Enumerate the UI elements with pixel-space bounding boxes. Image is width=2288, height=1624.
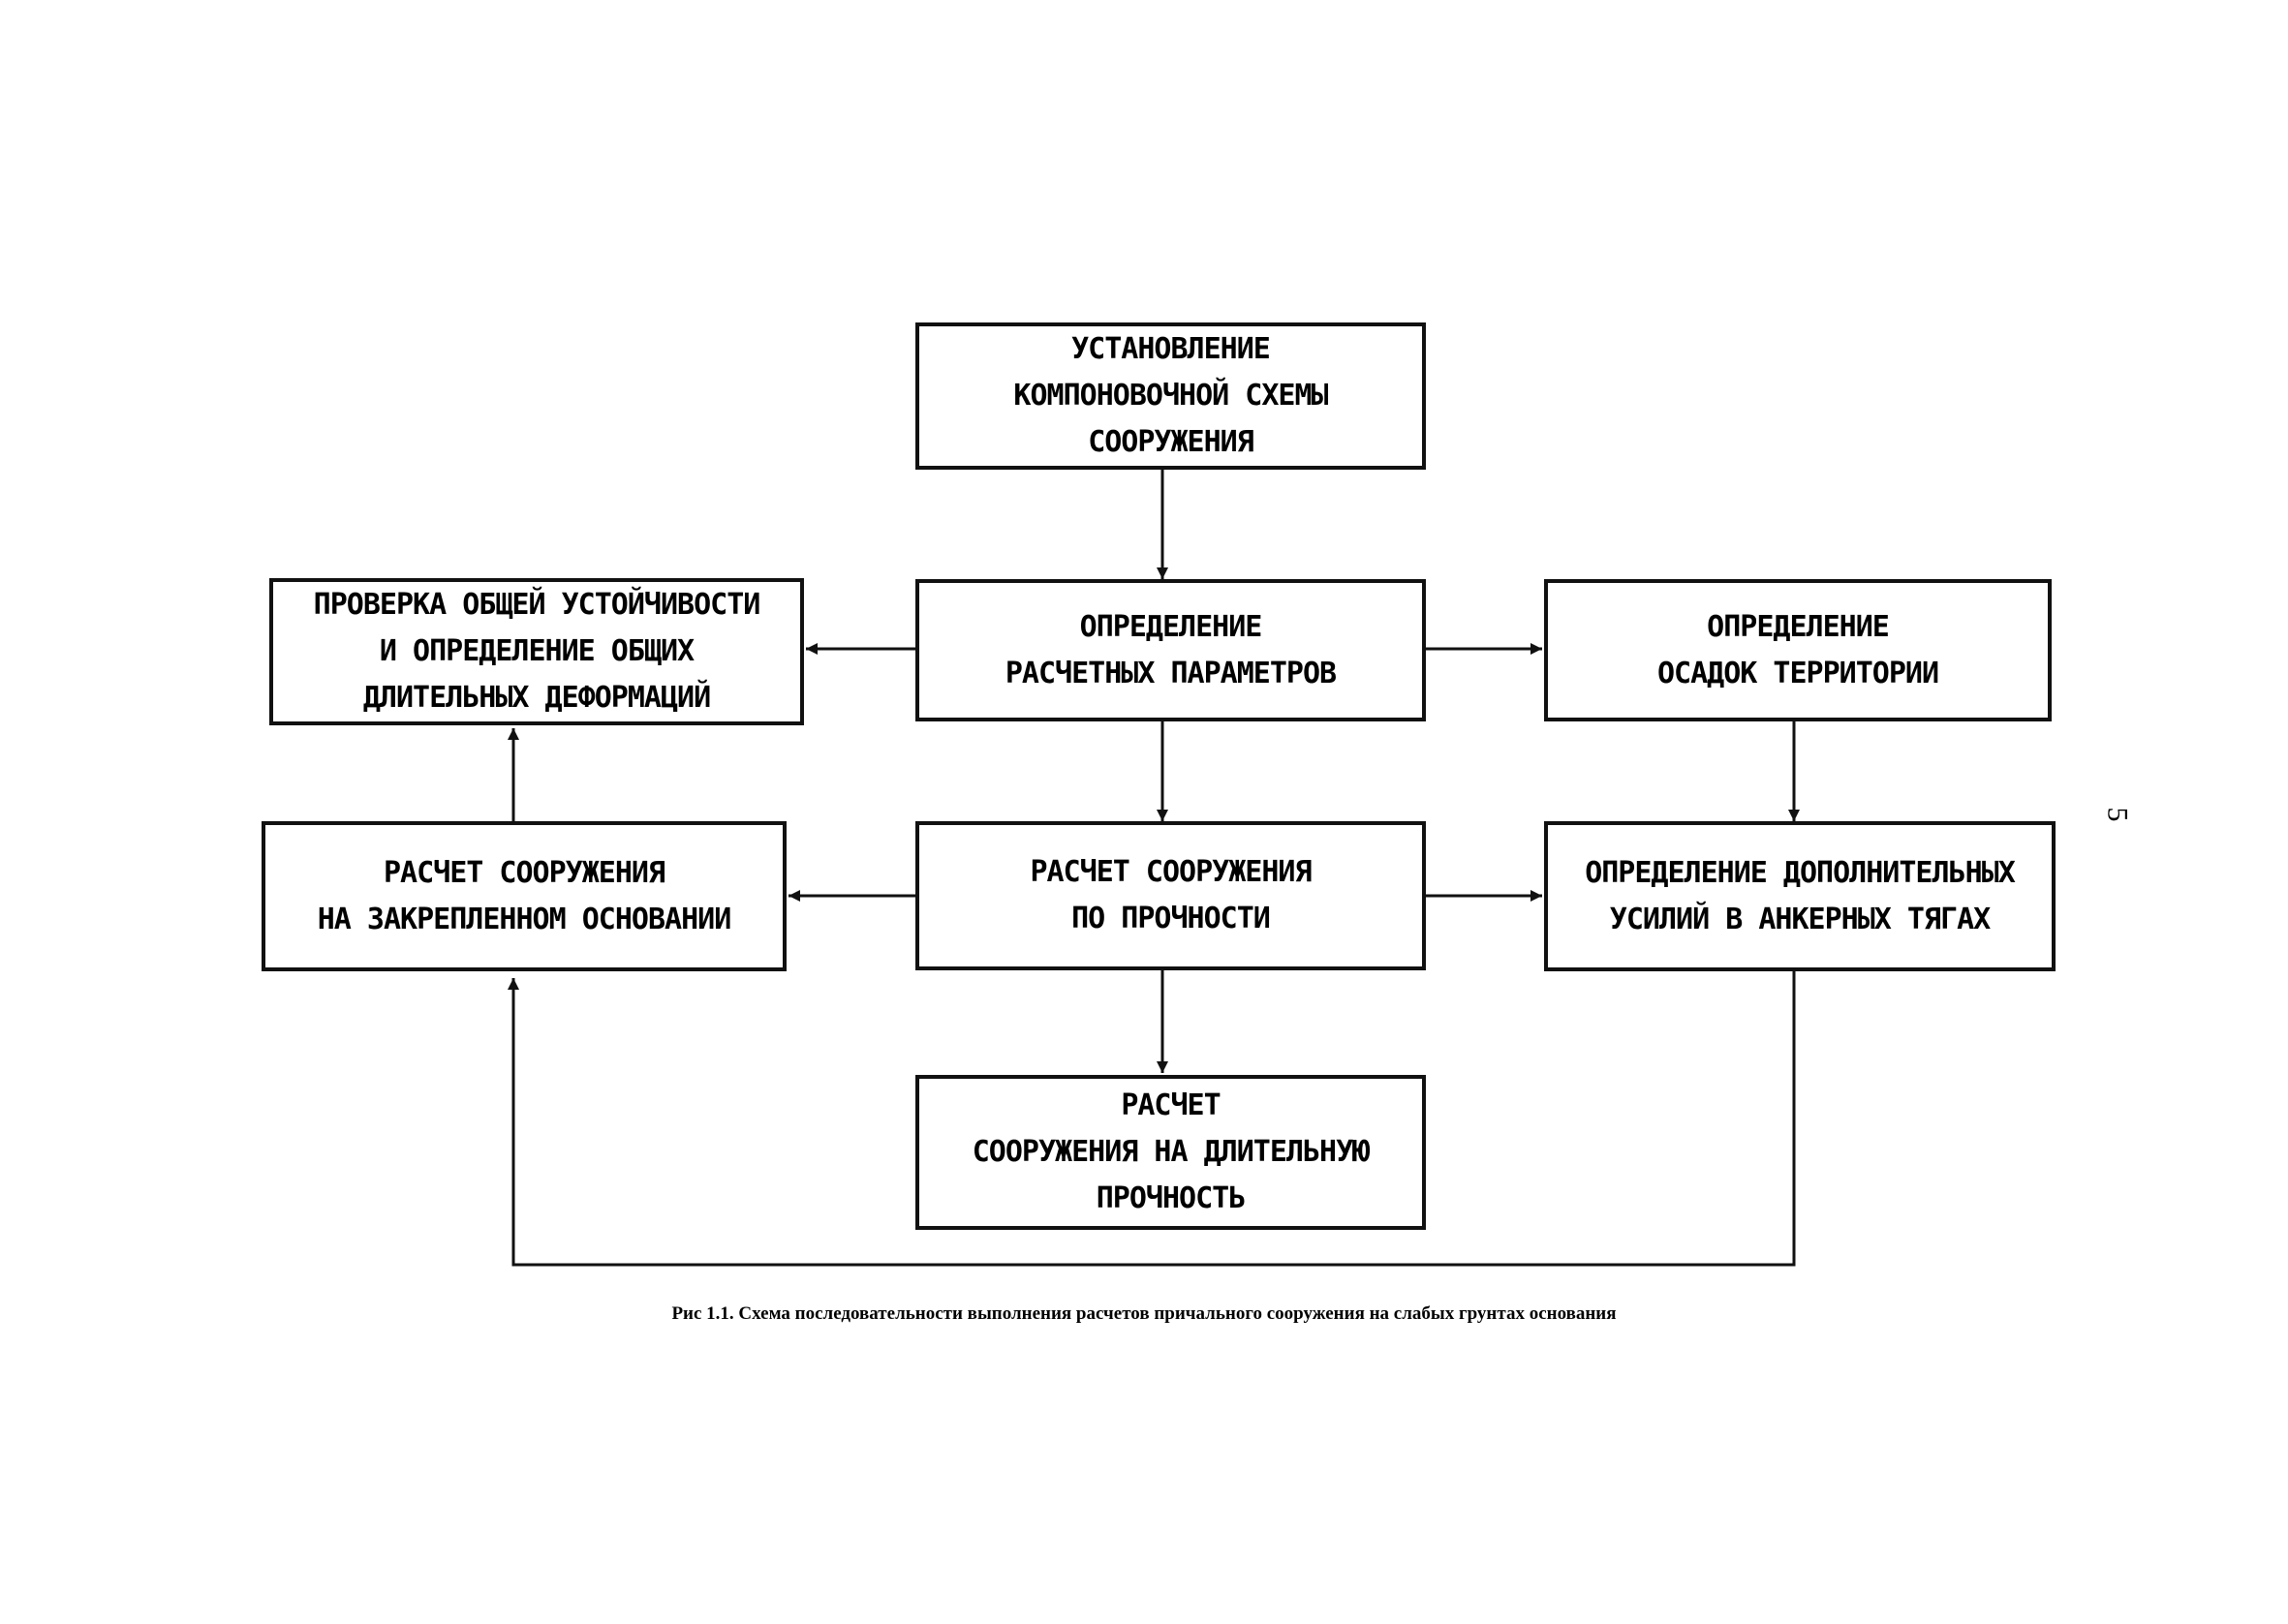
box-design-parameters-line-2: РАСЧЕТНЫХ ПАРАМЕТРОВ — [1005, 656, 1337, 690]
box-long-term-strength-line-1: РАСЧЕТ — [1121, 1088, 1221, 1122]
box-fixed-base-calc-line-2: НА ЗАКРЕПЛЕННОМ ОСНОВАНИИ — [317, 902, 732, 936]
box-layout-scheme-line-2: КОМПОНОВОЧНОЙ СХЕМЫ — [1013, 379, 1328, 413]
page-number: 5 — [2101, 807, 2134, 822]
box-stability-check-line-2: И ОПРЕДЕЛЕНИЕ ОБЩИХ — [379, 634, 695, 668]
box-anchor-forces-line-2: УСИЛИЙ В АНКЕРНЫХ ТЯГАХ — [1609, 902, 1991, 936]
box-long-term-strength-line-3: ПРОЧНОСТЬ — [1096, 1181, 1247, 1215]
box-long-term-strength-line-2: СООРУЖЕНИЯ НА ДЛИТЕЛЬНУЮ — [972, 1135, 1370, 1169]
box-stability-check: ПРОВЕРКА ОБЩЕЙ УСТОЙЧИВОСТИ И ОПРЕДЕЛЕНИ… — [269, 578, 804, 725]
box-anchor-forces-line-1: ОПРЕДЕЛЕНИЕ ДОПОЛНИТЕЛЬНЫХ — [1585, 855, 2016, 890]
box-territory-settlement: ОПРЕДЕЛЕНИЕ ОСАДОК ТЕРРИТОРИИ — [1544, 579, 2052, 721]
box-stability-check-line-3: ДЛИТЕЛЬНЫХ ДЕФОРМАЦИЙ — [362, 681, 711, 715]
box-territory-settlement-line-1: ОПРЕДЕЛЕНИЕ — [1707, 609, 1890, 644]
box-stability-check-line-1: ПРОВЕРКА ОБЩЕЙ УСТОЙЧИВОСТИ — [313, 588, 761, 622]
box-layout-scheme-line-3: СООРУЖЕНИЯ — [1088, 425, 1254, 459]
box-strength-calc-line-2: ПО ПРОЧНОСТИ — [1071, 902, 1271, 935]
box-fixed-base-calc-line-1: РАСЧЕТ СООРУЖЕНИЯ — [383, 855, 665, 890]
box-fixed-base-calc: РАСЧЕТ СООРУЖЕНИЯ НА ЗАКРЕПЛЕННОМ ОСНОВА… — [262, 821, 787, 971]
box-layout-scheme: УСТАНОВЛЕНИЕ КОМПОНОВОЧНОЙ СХЕМЫ СООРУЖЕ… — [915, 322, 1426, 470]
box-design-parameters: ОПРЕДЕЛЕНИЕ РАСЧЕТНЫХ ПАРАМЕТРОВ — [915, 579, 1426, 721]
box-design-parameters-line-1: ОПРЕДЕЛЕНИЕ — [1079, 609, 1263, 644]
arrow-anchor-loop-to-fixed-base — [508, 971, 1796, 1267]
figure-caption: Рис 1.1. Схема последовательности выполн… — [671, 1303, 1617, 1324]
box-strength-calc-line-1: РАСЧЕТ СООРУЖЕНИЯ — [1030, 855, 1312, 889]
box-strength-calc: РАСЧЕТ СООРУЖЕНИЯ ПО ПРОЧНОСТИ — [915, 821, 1426, 970]
box-territory-settlement-line-2: ОСАДОК ТЕРРИТОРИИ — [1656, 656, 1939, 690]
box-layout-scheme-line-1: УСТАНОВЛЕНИЕ — [1071, 332, 1271, 366]
box-anchor-forces: ОПРЕДЕЛЕНИЕ ДОПОЛНИТЕЛЬНЫХ УСИЛИЙ В АНКЕ… — [1544, 821, 2056, 971]
box-long-term-strength: РАСЧЕТ СООРУЖЕНИЯ НА ДЛИТЕЛЬНУЮ ПРОЧНОСТ… — [915, 1075, 1426, 1230]
